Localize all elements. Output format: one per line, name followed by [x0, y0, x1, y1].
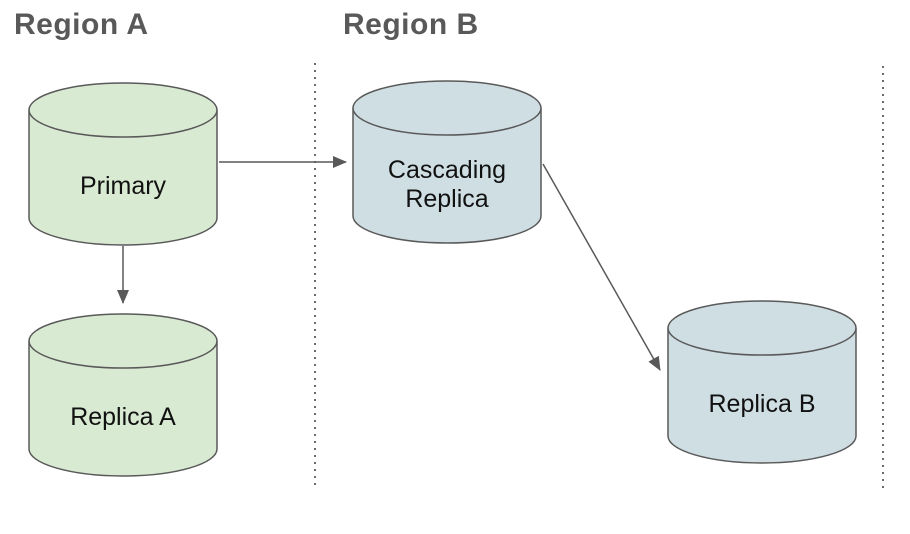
db-node-cascading-replica-label: Cascading Replica — [387, 155, 507, 213]
db-node-replica-b-label: Replica B — [708, 390, 816, 418]
db-node-replica-a-label: Replica A — [70, 403, 176, 431]
region-b-title: Region B — [343, 8, 479, 41]
db-node-replica-a: Replica A — [28, 313, 218, 478]
db-node-primary: Primary — [28, 82, 218, 247]
region-a-title: Region A — [14, 8, 149, 41]
db-node-cascading-replica: Cascading Replica — [352, 80, 542, 245]
region-divider-left — [314, 63, 316, 490]
database-cylinder-icon — [352, 80, 542, 244]
region-divider-right — [882, 66, 884, 490]
database-cylinder-icon — [667, 300, 857, 464]
db-node-primary-label: Primary — [79, 172, 167, 200]
database-cylinder-icon — [28, 313, 218, 477]
database-cylinder-icon — [28, 82, 218, 246]
db-node-replica-b: Replica B — [667, 300, 857, 465]
edge-cascading-replica-to-replica-b — [542, 163, 661, 371]
